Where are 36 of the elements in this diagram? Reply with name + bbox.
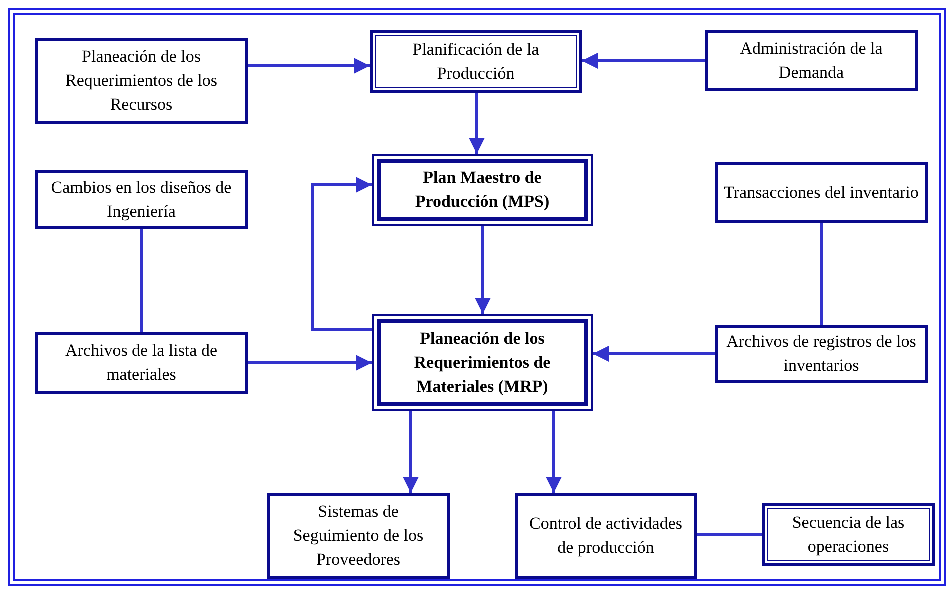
connector-line — [820, 223, 824, 325]
arrow — [248, 58, 370, 74]
process-box — [705, 30, 918, 91]
node-text: Archivos de registros de los inventarios — [726, 331, 918, 377]
node-text: Transacciones del inventario — [724, 182, 919, 204]
node-text: Planeación de los Requerimientos de Materiales (MRP) — [413, 328, 552, 398]
process-box — [372, 154, 593, 226]
arrow — [546, 411, 562, 493]
process-box — [515, 493, 697, 579]
connector-line — [140, 229, 144, 332]
node-text: Planeación de los Requerimientos de los Recursos — [64, 46, 219, 116]
process-box — [35, 170, 248, 229]
arrow — [403, 411, 419, 493]
node-text: Sistemas de Seguimiento de los Proveedores — [292, 501, 425, 571]
arrow — [475, 226, 491, 314]
process-box — [35, 38, 248, 124]
arrow — [469, 93, 485, 154]
node-text: Archivos de la lista de materiales — [64, 340, 218, 386]
node-text: Planificación de la Producción — [412, 38, 540, 84]
connector-line — [697, 534, 762, 536]
process-box — [35, 332, 248, 394]
arrow — [312, 177, 372, 332]
process-box — [370, 30, 582, 93]
process-box — [715, 162, 928, 223]
node-text: Plan Maestro de Producción (MPS) — [414, 167, 551, 213]
process-box — [267, 493, 450, 579]
node-text: Administración de la Demanda — [739, 38, 884, 84]
process-box — [715, 325, 928, 383]
arrow — [248, 355, 372, 371]
node-text: Cambios en los diseños de Ingeniería — [50, 176, 233, 223]
process-box — [372, 314, 593, 411]
process-box — [762, 503, 935, 566]
node-text: Secuencia de las operaciones — [791, 512, 906, 558]
node-text: Control de actividades de producción — [528, 513, 684, 559]
arrow — [582, 53, 705, 69]
arrow — [593, 346, 715, 362]
